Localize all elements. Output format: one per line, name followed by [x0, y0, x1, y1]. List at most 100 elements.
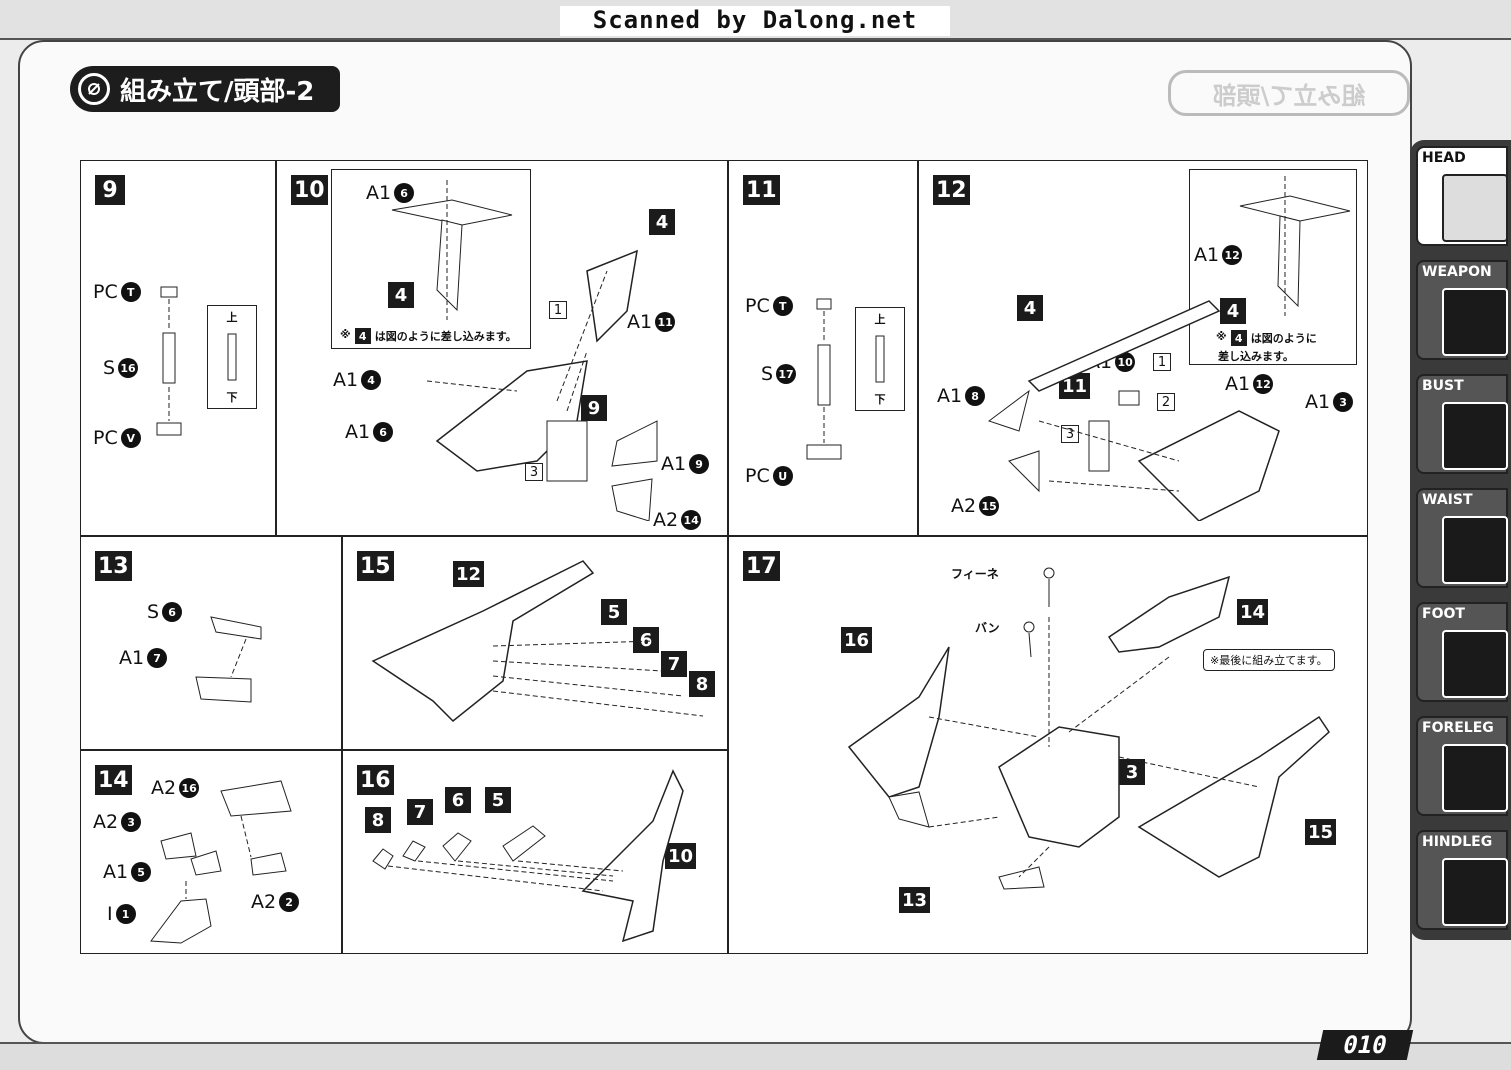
part-number-badge: U [772, 466, 793, 486]
part-number-badge: 1 [115, 904, 136, 924]
pc-part-assembly-drawing [806, 298, 842, 460]
tab-waist[interactable]: WAIST [1416, 488, 1508, 588]
sequence-marker-3: 3 [525, 463, 543, 481]
head-assembly-drawing [371, 560, 703, 723]
foreleg-thumbnail-icon [1442, 744, 1508, 812]
part-assembly-drawing [195, 616, 262, 703]
part-number-badge: 16 [118, 358, 139, 378]
part-tag-8: 8 [365, 807, 391, 833]
part-label-text: PC [93, 281, 118, 303]
page-number: 010 [1316, 1030, 1414, 1060]
sequence-marker-1: 1 [1153, 353, 1171, 371]
step-15-panel: 15 12 5 6 7 8 [342, 536, 728, 750]
part-label-text: S [103, 357, 116, 379]
part-tag-7: 7 [407, 799, 433, 825]
orientation-indicator: 上 下 [207, 305, 257, 409]
part-label-text: A1 [1305, 391, 1331, 413]
part-label-text: A1 [1225, 373, 1251, 395]
inset-note-line-2: 差し込みます。 [1218, 350, 1294, 363]
part-label-text: A1 [937, 385, 963, 407]
figure-label-fine: フィーネ [951, 567, 999, 581]
waist-thumbnail-icon [1442, 516, 1508, 584]
part-label-text: A2 [251, 891, 277, 913]
part-tag-14: 14 [1237, 599, 1269, 625]
tab-hindleg[interactable]: HINDLEG [1416, 830, 1508, 930]
head-assembly-drawing [987, 300, 1280, 521]
part-number-badge: 14 [681, 510, 702, 530]
part-number-badge: 7 [147, 648, 168, 668]
part-tag-15: 15 [1305, 819, 1337, 845]
part-number-badge: 15 [979, 496, 1000, 516]
pc-part-assembly-drawing [156, 286, 182, 436]
part-number-badge: 17 [776, 364, 797, 384]
tab-foot-label: FOOT [1422, 606, 1465, 622]
part-label-text: PC [93, 427, 118, 449]
tab-head-label: HEAD [1422, 150, 1466, 166]
orientation-indicator: 上 下 [855, 307, 905, 411]
part-number-badge: 5 [131, 862, 152, 882]
part-tag-6: 6 [633, 627, 659, 653]
gear-icon [78, 73, 110, 105]
part-label-text: A1 [1194, 244, 1220, 266]
part-tag-12: 12 [453, 561, 485, 587]
tab-weapon[interactable]: WEAPON [1416, 260, 1508, 360]
step-number: 13 [95, 551, 132, 581]
orientation-top-label: 上 [226, 311, 238, 324]
step-17-panel: 17 フィーネ バン ※最後に組み立てます。 16 14 3 15 13 [728, 536, 1368, 954]
part-number-badge: 3 [1333, 392, 1354, 412]
figure-label-van: バン [975, 621, 1000, 635]
part-label-text: S [147, 601, 160, 623]
step-number: 14 [95, 765, 132, 795]
note-text: は図のように差し込みます。 [374, 330, 517, 343]
part-tag-16: 16 [841, 627, 873, 653]
step-16-panel: 16 8 7 6 5 10 [342, 750, 728, 954]
assemble-last-note: ※最後に組み立てます。 [1203, 649, 1335, 671]
part-label-text: I [107, 903, 113, 925]
tab-weapon-label: WEAPON [1422, 264, 1492, 280]
sequence-marker-3: 3 [1061, 425, 1079, 443]
mirrored-ghost-title: 組み立て/頭部 [1168, 70, 1410, 116]
tab-head[interactable]: HEAD [1416, 146, 1508, 246]
part-label-text: A2 [951, 495, 977, 517]
orientation-top-label: 上 [874, 313, 886, 326]
inset-part-tag: 4 [388, 282, 414, 308]
head-thumbnail-icon [1442, 174, 1508, 242]
part-label-text: A1 [333, 369, 359, 391]
foot-thumbnail-icon [1442, 630, 1508, 698]
step-number: 10 [291, 175, 328, 205]
orientation-marker-icon [875, 335, 885, 383]
part-number-badge: 12 [1222, 245, 1243, 265]
part-assembly-drawing [150, 780, 292, 944]
bust-thumbnail-icon [1442, 402, 1508, 470]
note-part-tag: 4 [1230, 330, 1247, 346]
part-number-badge: 16 [179, 778, 200, 798]
part-tag-5: 5 [485, 787, 511, 813]
part-number-badge: 9 [689, 454, 710, 474]
section-title: 組み立て/頭部-2 [120, 76, 315, 107]
head-assembly-drawing [372, 769, 684, 943]
tab-bust[interactable]: BUST [1416, 374, 1508, 474]
tab-foot[interactable]: FOOT [1416, 602, 1508, 702]
tab-waist-label: WAIST [1422, 492, 1473, 508]
tab-foreleg[interactable]: FORELEG [1416, 716, 1508, 816]
sequence-marker-1: 1 [549, 301, 567, 319]
step-number: 11 [743, 175, 780, 205]
